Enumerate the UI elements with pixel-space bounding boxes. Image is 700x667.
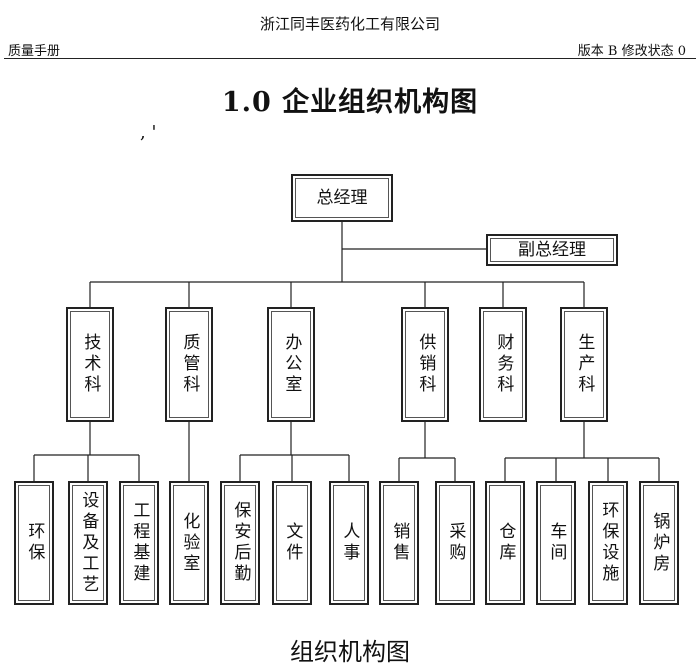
unit-security-logistics-box: 保安后勤 — [220, 481, 260, 605]
company-name: 浙江同丰医药化工有限公司 — [259, 15, 440, 33]
diagram-caption: 组织机构图 — [290, 638, 410, 666]
unit-label: 化验室 — [179, 511, 200, 575]
unit-label: 采购 — [445, 522, 466, 564]
department-production-box: 生产科 — [560, 307, 608, 422]
department-label: 财务科 — [493, 333, 514, 396]
department-tech-box: 技术科 — [66, 307, 114, 422]
version-label: 版本 B 修改状态 0 — [577, 44, 686, 59]
unit-laboratory-box: 化验室 — [169, 481, 209, 605]
unit-procurement-box: 采购 — [435, 481, 475, 605]
deputy-manager-box: 副总经理 — [486, 234, 618, 266]
unit-label: 销售 — [389, 522, 410, 564]
department-quality-box: 质管科 — [165, 307, 213, 422]
unit-documents-box: 文件 — [272, 481, 312, 605]
deputy-manager-label: 副总经理 — [518, 239, 586, 260]
stray-marks: , ' — [140, 122, 157, 143]
department-label: 供销科 — [415, 333, 436, 396]
department-label: 技术科 — [80, 333, 101, 396]
department-label: 质管科 — [179, 333, 200, 396]
unit-label: 环保 — [24, 522, 45, 564]
unit-label: 锅炉房 — [649, 511, 670, 575]
unit-label: 仓库 — [495, 522, 516, 564]
manual-label: 质量手册 — [8, 44, 61, 59]
unit-label: 车间 — [546, 522, 567, 564]
unit-label: 人事 — [339, 522, 360, 564]
unit-boiler-room-box: 锅炉房 — [639, 481, 679, 605]
unit-environmental-facilities-box: 环保设施 — [588, 481, 628, 605]
unit-equipment-process-box: 设备及工艺 — [68, 481, 108, 605]
unit-personnel-box: 人事 — [329, 481, 369, 605]
unit-workshop-box: 车间 — [536, 481, 576, 605]
department-label: 生产科 — [574, 333, 595, 396]
department-office-box: 办公室 — [267, 307, 315, 422]
page-title: 1.0 企业组织机构图 — [221, 87, 479, 118]
unit-sales-box: 销售 — [379, 481, 419, 605]
unit-environment-box: 环保 — [14, 481, 54, 605]
unit-construction-box: 工程基建 — [119, 481, 159, 605]
unit-label: 文件 — [282, 522, 303, 564]
unit-label: 工程基建 — [129, 501, 150, 585]
general-manager-label: 总经理 — [316, 187, 368, 208]
unit-warehouse-box: 仓库 — [485, 481, 525, 605]
department-sales-box: 供销科 — [401, 307, 449, 422]
unit-label: 环保设施 — [598, 501, 619, 585]
general-manager-box: 总经理 — [291, 174, 393, 222]
department-label: 办公室 — [281, 333, 302, 396]
unit-label: 设备及工艺 — [78, 490, 99, 596]
unit-label: 保安后勤 — [230, 501, 251, 585]
header-rule — [4, 58, 696, 59]
department-finance-box: 财务科 — [479, 307, 527, 422]
